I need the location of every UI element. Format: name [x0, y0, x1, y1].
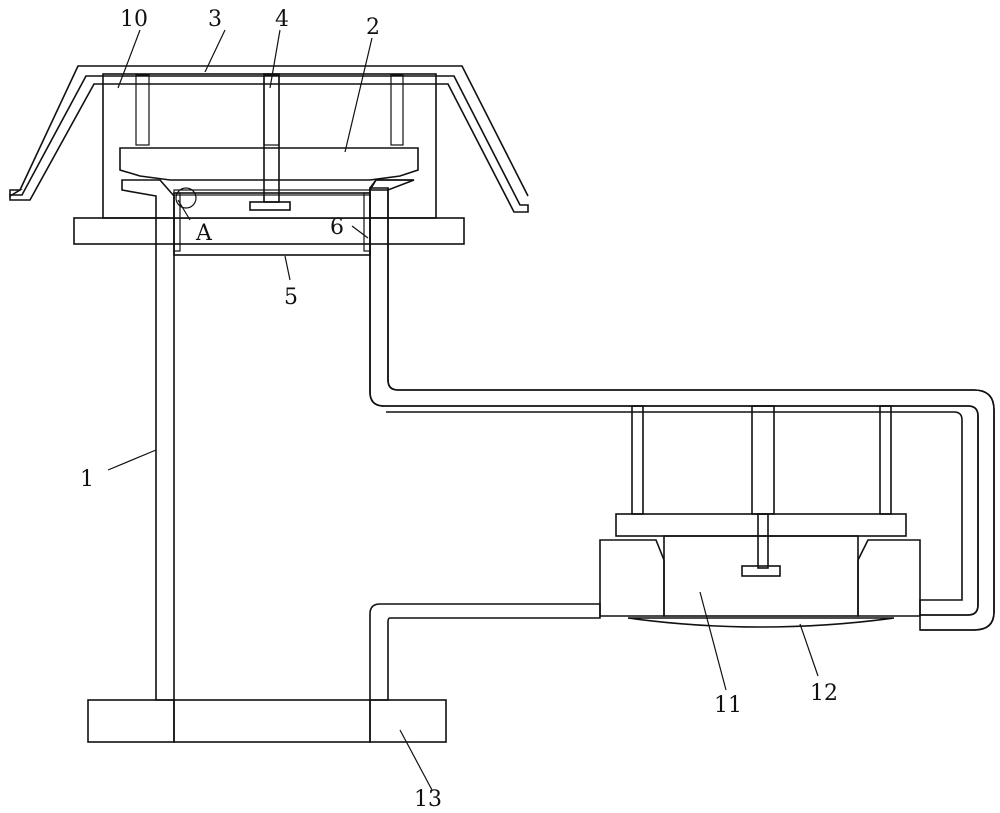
label-4: 4: [275, 7, 289, 32]
label-10: 10: [120, 7, 148, 32]
label-2: 2: [366, 15, 380, 40]
center-rod: [249, 73, 291, 211]
label-a: A: [195, 221, 213, 246]
label-11: 11: [714, 693, 742, 718]
label-1: 1: [80, 467, 94, 492]
label-3: 3: [208, 7, 222, 32]
piston-plate: [119, 147, 419, 181]
label-5: 5: [284, 285, 298, 310]
leader-lines: [107, 29, 819, 791]
label-6: 6: [330, 215, 344, 240]
valve-box: [173, 187, 371, 256]
lower-rods: [615, 405, 907, 577]
membrane: [627, 617, 895, 628]
label-12: 12: [810, 681, 838, 706]
label-13: 13: [414, 787, 442, 812]
lower-bosses: [599, 535, 921, 617]
cap-shell: [9, 65, 529, 213]
top-flange: [73, 217, 465, 245]
filter-block: [102, 73, 437, 219]
part-labels: 10 3 4 2 A 6 5 1 11 12 13: [80, 7, 838, 812]
detail-a-circle: [175, 187, 197, 209]
base-flange: [87, 699, 447, 743]
